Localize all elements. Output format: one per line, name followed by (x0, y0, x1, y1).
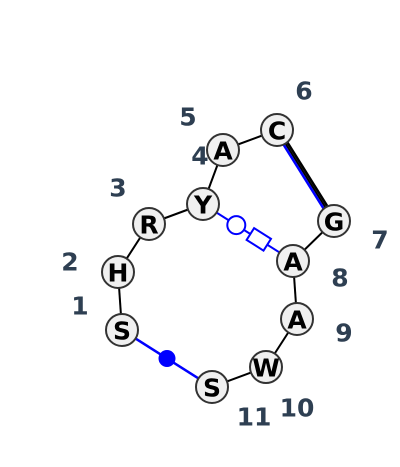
open-circle-marker (226, 215, 247, 236)
pair-link-6-7 (274, 128, 337, 223)
residue-node-8: A (276, 244, 310, 278)
position-number-2: 2 (61, 248, 78, 277)
pair-line (202, 203, 294, 262)
residue-node-9: A (280, 302, 314, 336)
residue-circle (276, 244, 310, 278)
residue-node-4: Y (186, 187, 220, 221)
residue-letter: A (213, 137, 233, 166)
residue-letter: C (268, 117, 286, 146)
residue-circle (195, 370, 229, 404)
residue-circle (280, 302, 314, 336)
position-number-4: 4 (191, 142, 208, 171)
residue-letter: G (324, 208, 345, 237)
position-number-6: 6 (295, 77, 312, 106)
position-number-7: 7 (371, 226, 388, 255)
residue-node-10: W (249, 350, 283, 384)
residue-node-5: A (206, 133, 240, 167)
position-number-11: 11 (237, 403, 272, 432)
position-number-10: 10 (280, 394, 315, 423)
residue-node-2: H (101, 255, 135, 289)
position-number-9: 9 (335, 319, 352, 348)
position-number-1: 1 (71, 292, 88, 321)
residue-circle (260, 113, 294, 147)
residue-letter: A (283, 248, 303, 277)
residue-letter: W (252, 354, 280, 383)
pair-link-4-8 (202, 203, 294, 262)
backbone-link (276, 129, 335, 222)
residue-circle (186, 187, 220, 221)
residue-node-6: C (260, 113, 294, 147)
residue-node-7: G (317, 204, 351, 238)
position-numbers: 1 2 3 4 5 6 78 9 10 11 (61, 77, 388, 432)
residue-letter: H (108, 259, 129, 288)
pair-link-1-11 (121, 328, 213, 389)
position-number-3: 3 (109, 174, 126, 203)
pair-line (274, 130, 334, 223)
residue-letter: A (287, 306, 307, 335)
residue-circle (105, 313, 139, 347)
residue-letter: S (203, 374, 221, 403)
residue-circle (132, 207, 166, 241)
residue-node-11: S (195, 370, 229, 404)
residue-letter: Y (193, 191, 213, 220)
residue-letter: R (139, 211, 158, 240)
residue-circle (249, 350, 283, 384)
residue-circle (101, 255, 135, 289)
open-square-marker (245, 226, 273, 252)
position-number-8: 8 (331, 264, 348, 293)
residue-node-3: R (132, 207, 166, 241)
residue-node-1: S (105, 313, 139, 347)
residue-letter: S (113, 317, 131, 346)
pair-line (277, 128, 337, 221)
pair-links (121, 128, 337, 389)
residue-circle (206, 133, 240, 167)
residue-circle (317, 204, 351, 238)
filled-dot-marker (158, 350, 176, 367)
position-number-5: 5 (179, 103, 196, 132)
